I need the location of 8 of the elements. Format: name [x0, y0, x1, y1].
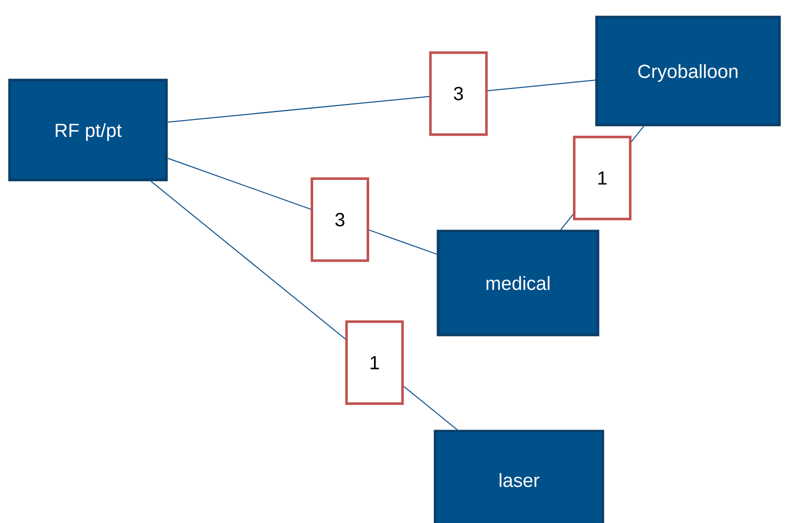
edge-label: 1: [345, 320, 404, 405]
process-box: Cryoballoon: [595, 16, 781, 126]
process-box: laser: [434, 430, 604, 523]
edge-label: 1: [572, 136, 632, 220]
process-box: medical: [436, 230, 600, 336]
edge-label: 3: [310, 177, 370, 262]
process-box: RF pt/pt: [8, 78, 168, 182]
edge-label: 3: [429, 51, 488, 136]
